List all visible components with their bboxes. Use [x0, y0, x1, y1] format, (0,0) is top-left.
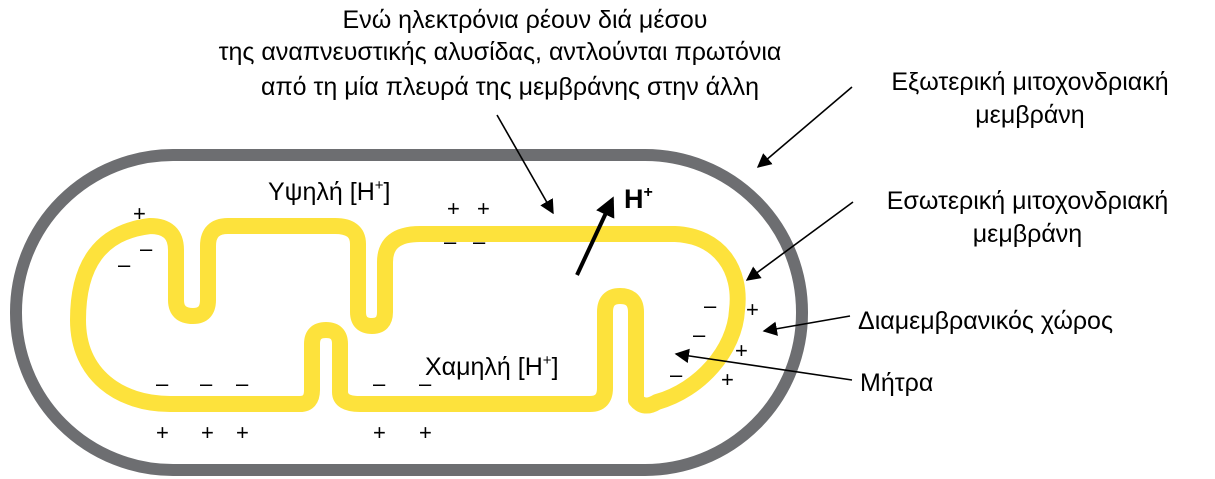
- minus-sign: –: [419, 371, 432, 396]
- proton-flow-arrow: [575, 196, 615, 276]
- minus-sign: –: [200, 371, 213, 396]
- inner-membrane-label-line-1: Εσωτερική μιτοχονδριακή: [886, 187, 1169, 215]
- minus-sign: –: [373, 371, 386, 396]
- high-h-concentration-label: Υψηλή [H+]: [268, 177, 390, 206]
- intermembrane-space-label: Διαμεμβρανικός χώρος: [858, 307, 1114, 335]
- low-h-concentration-label: Χαμηλή [H+]: [425, 352, 559, 381]
- proton-label: H+: [624, 184, 653, 214]
- plus-sign: +: [236, 420, 249, 445]
- outer-membrane: [10, 149, 808, 476]
- minus-sign: –: [140, 236, 153, 261]
- plus-sign: +: [477, 196, 490, 221]
- inner-membrane-pointer-arrow: [745, 201, 854, 281]
- minus-sign: –: [704, 293, 717, 318]
- minus-sign: –: [444, 229, 457, 254]
- minus-sign: –: [670, 362, 683, 387]
- caption-line-1: Ενώ ηλεκτρόνια ρέουν διά μέσου: [342, 6, 708, 34]
- minus-sign: –: [236, 371, 249, 396]
- plus-sign: +: [419, 420, 432, 445]
- minus-charges: – – – – – – – – – – – –: [118, 229, 717, 396]
- plus-sign: +: [746, 297, 759, 322]
- plus-sign: +: [156, 420, 169, 445]
- outer-membrane-pointer-arrow: [756, 86, 853, 168]
- caption-line-2: της αναπνευστικής αλυσίδας, αντλούνται π…: [218, 38, 782, 66]
- outer-membrane-label-line-1: Εξωτερική μιτοχονδριακή: [891, 68, 1169, 96]
- inner-membrane: [70, 218, 746, 414]
- plus-sign: +: [721, 367, 734, 392]
- matrix-pointer-arrow: [674, 348, 853, 381]
- plus-sign: +: [735, 338, 748, 363]
- matrix-label: Μήτρα: [860, 369, 934, 397]
- plus-sign: +: [447, 196, 460, 221]
- plus-sign: +: [133, 201, 146, 226]
- intermembrane-pointer-arrow: [762, 315, 851, 336]
- inner-membrane-label-line-2: μεμβράνη: [972, 220, 1083, 248]
- minus-sign: –: [156, 371, 169, 396]
- minus-sign: –: [118, 252, 131, 277]
- plus-sign: +: [373, 420, 386, 445]
- plus-charges: + + + + + + + + + + +: [133, 196, 759, 445]
- minus-sign: –: [473, 229, 486, 254]
- caption-line-3: από τη μία πλευρά της μεμβράνης στην άλλ…: [260, 73, 759, 101]
- minus-sign: –: [693, 322, 706, 347]
- caption-pointer-arrow: [496, 114, 554, 215]
- plus-sign: +: [201, 420, 214, 445]
- outer-membrane-label-line-2: μεμβράνη: [975, 101, 1085, 129]
